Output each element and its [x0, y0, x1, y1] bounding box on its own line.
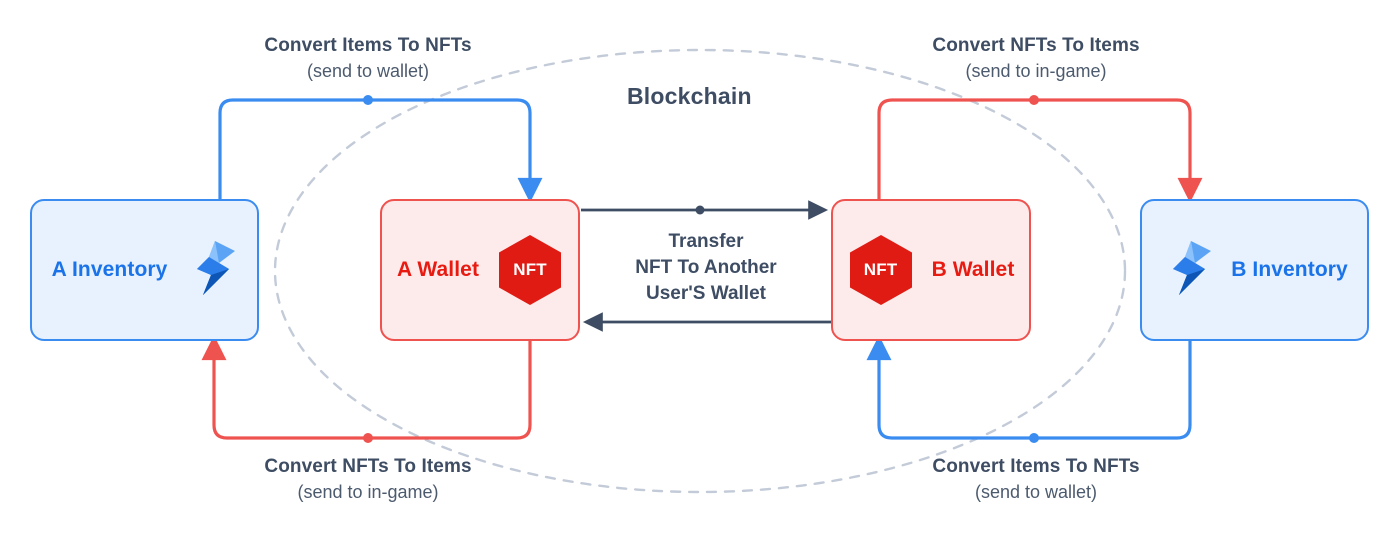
nft-hexagon-icon: NFT	[848, 234, 914, 306]
edge-b-wallet-to-b-inventory	[877, 98, 1203, 203]
edge-a-inventory-to-a-wallet	[218, 98, 543, 203]
edge-dot-transfer	[695, 205, 705, 215]
edge-a-wallet-to-a-inventory	[201, 335, 532, 440]
node-b-wallet[interactable]: NFT B Wallet	[831, 199, 1031, 341]
lightning-bolt-icon	[1161, 239, 1213, 302]
caption-top-left: Convert Items To NFTs (send to wallet)	[218, 34, 518, 83]
caption-bottom-right-subtitle: (send to wallet)	[974, 482, 1098, 503]
node-b-wallet-label: B Wallet	[931, 258, 1015, 281]
node-a-wallet-label: A Wallet	[396, 258, 480, 281]
caption-bottom-left-title: Convert NFTs To Items	[264, 456, 472, 477]
edge-dot-bottom-left	[363, 433, 373, 443]
nft-hexagon-icon: NFT	[497, 234, 563, 306]
caption-top-right: Convert NFTs To Items (send to in-game)	[886, 34, 1186, 83]
caption-top-right-subtitle: (send to in-game)	[965, 61, 1107, 82]
transfer-label: Transfer NFT To Another User'S Wallet	[580, 229, 832, 306]
caption-bottom-right-title: Convert Items To NFTs	[932, 456, 1140, 477]
edge-dot-top-left	[363, 95, 373, 105]
nft-badge-text: NFT	[513, 260, 547, 279]
node-b-inventory-label: B Inventory	[1231, 258, 1348, 281]
edge-dot-top-right	[1029, 95, 1039, 105]
caption-bottom-right: Convert Items To NFTs (send to wallet)	[886, 455, 1186, 504]
caption-top-right-title: Convert NFTs To Items	[932, 35, 1140, 56]
caption-top-left-subtitle: (send to wallet)	[306, 61, 430, 82]
transfer-line-2: NFT To Another	[635, 256, 777, 278]
caption-bottom-left-subtitle: (send to in-game)	[297, 482, 439, 503]
blockchain-title: Blockchain	[627, 83, 752, 109]
node-a-wallet[interactable]: A Wallet NFT	[380, 199, 580, 341]
caption-top-left-title: Convert Items To NFTs	[264, 35, 472, 56]
transfer-line-1: Transfer	[668, 231, 744, 252]
lightning-bolt-icon	[185, 239, 237, 302]
node-a-inventory-label: A Inventory	[51, 258, 168, 281]
edge-b-inventory-to-b-wallet	[866, 335, 1192, 440]
edge-dot-bottom-right	[1029, 433, 1039, 443]
transfer-line-3: User'S Wallet	[646, 282, 766, 304]
blockchain-boundary-ellipse	[273, 48, 1127, 494]
nft-badge-text: NFT	[863, 260, 898, 279]
caption-bottom-left: Convert NFTs To Items (send to in-game)	[218, 455, 518, 504]
node-b-inventory[interactable]: B Inventory	[1140, 199, 1369, 341]
node-a-inventory[interactable]: A Inventory	[30, 199, 259, 341]
